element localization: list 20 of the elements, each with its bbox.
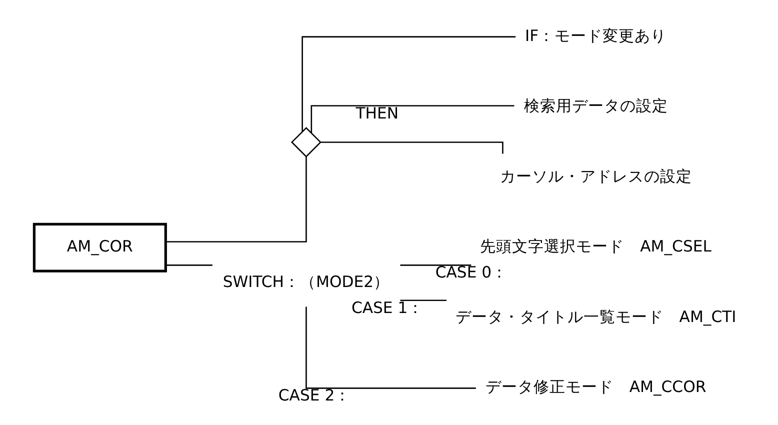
connector: [400, 300, 446, 301]
node-text: カーソル・アドレスの設定: [499, 167, 692, 186]
node-diamond: [290, 126, 321, 158]
connector: [165, 264, 212, 266]
node-text: データ修正モード AM_CCOR: [484, 378, 706, 396]
node-text: SWITCH：（MODE2）: [222, 272, 390, 291]
node-box: AM_COR: [32, 222, 166, 272]
node-text: データ・タイトル一覧モード AM_CTI: [454, 308, 736, 326]
node-text: 検索用データの設定: [523, 97, 668, 116]
connector: [305, 306, 476, 389]
connector: [310, 105, 514, 134]
node-text: 先頭文字選択モード AM_CSEL: [480, 238, 711, 256]
connector: [301, 36, 516, 132]
edge-label: CASE 2：: [278, 386, 350, 405]
edge-label: CASE 0：: [434, 264, 508, 282]
connector: [165, 156, 306, 242]
connector: [400, 264, 471, 266]
edge-label: THEN: [355, 104, 398, 122]
edge-label: CASE 1：: [350, 298, 424, 317]
node-text: IF：モード変更あり: [524, 26, 666, 45]
